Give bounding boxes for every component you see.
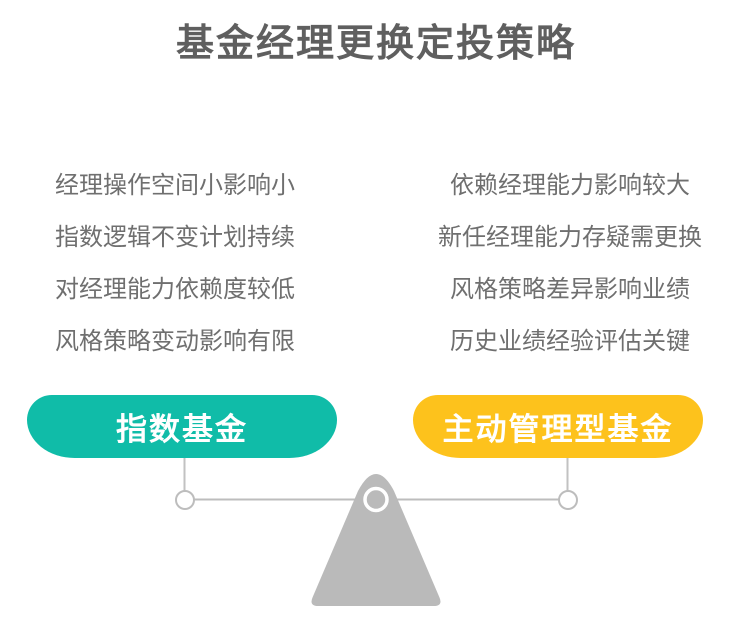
active-fund-point-4: 历史业绩经验评估关键 <box>450 328 690 355</box>
fulcrum-triangle <box>311 474 441 606</box>
index-fund-pan-label: 指数基金 <box>116 412 248 447</box>
page-title: 基金经理更换定投策略 <box>175 23 576 65</box>
active-fund-point-2: 新任经理能力存疑需更换 <box>438 224 702 251</box>
index-fund-point-4: 风格策略变动影响有限 <box>55 328 295 355</box>
active-fund-points-list: 依赖经理能力影响较大 新任经理能力存疑需更换 风格策略差异影响业绩 历史业绩经验… <box>424 160 716 368</box>
active-fund-point-3: 风格策略差异影响业绩 <box>450 276 690 303</box>
left-beam-node-icon <box>175 490 195 510</box>
active-fund-pan-label: 主动管理型基金 <box>442 412 674 447</box>
pivot-ring-icon <box>363 486 389 513</box>
active-fund-pan: 主动管理型基金 <box>413 395 703 458</box>
index-fund-points-list: 经理操作空间小影响小 指数逻辑不变计划持续 对经理能力依赖度较低 风格策略变动影… <box>29 160 321 368</box>
index-fund-point-1: 经理操作空间小影响小 <box>55 172 295 199</box>
index-fund-pan: 指数基金 <box>27 395 337 458</box>
index-fund-point-2: 指数逻辑不变计划持续 <box>55 224 295 251</box>
right-beam-node-icon <box>558 490 578 510</box>
index-fund-point-3: 对经理能力依赖度较低 <box>55 276 295 303</box>
active-fund-point-1: 依赖经理能力影响较大 <box>450 172 690 199</box>
